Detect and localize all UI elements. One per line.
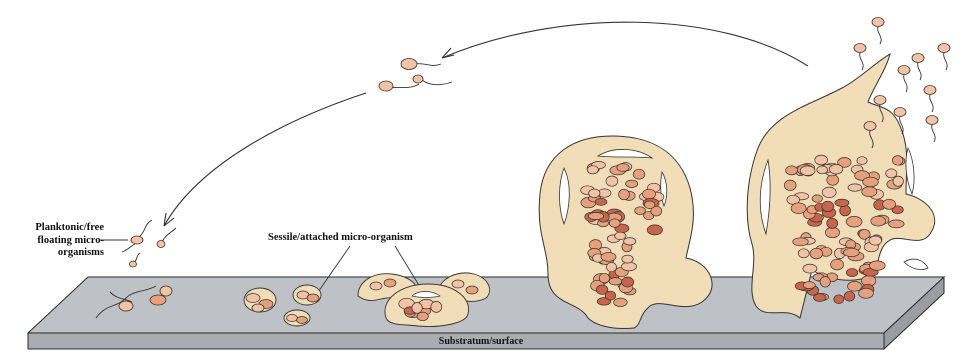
bacterial-cell (595, 198, 607, 205)
bacterial-cell (834, 295, 844, 304)
bacterial-cell (614, 298, 628, 306)
bacterial-cell (619, 189, 630, 200)
surface-label: Substratum/surface (0, 336, 962, 349)
bacterial-cell (633, 169, 645, 179)
planktonic-cells (122, 220, 176, 267)
bacterial-cell (924, 86, 936, 95)
bacterial-cell (814, 294, 827, 302)
bacterial-cell (863, 177, 879, 187)
bacterial-cell (798, 249, 809, 258)
bacterial-cell (588, 212, 603, 219)
bacterial-cell (800, 166, 815, 176)
bacterial-cell (857, 157, 867, 165)
bacterial-cell (609, 219, 620, 227)
flagellum (930, 94, 933, 112)
bacterial-cell (846, 216, 862, 227)
flagellum (932, 124, 935, 142)
bacterial-cell (862, 187, 877, 197)
bacterial-cell (605, 291, 616, 300)
bacterial-cell (643, 189, 656, 199)
planktonic-label: Planktonic/free floating micro-organisms (4, 222, 104, 260)
bacterial-cell (829, 164, 842, 174)
bacterial-cell (864, 122, 876, 131)
bacterial-cell (835, 199, 849, 206)
bacterial-cell (892, 156, 903, 166)
bacterial-cell (589, 189, 600, 198)
micro-colony-2 (293, 285, 321, 305)
bacterial-cell (938, 44, 950, 53)
bacterial-cell (607, 262, 617, 271)
bacterial-cell (912, 54, 924, 63)
bacterial-cell (622, 255, 633, 263)
bacterial-cell (825, 227, 839, 237)
flagellum (904, 74, 907, 92)
bacterial-cell (883, 199, 896, 209)
bacterial-cell (854, 44, 866, 53)
bacterial-cell (840, 205, 851, 216)
bacterial-cell (815, 155, 828, 165)
flagellum (944, 52, 947, 70)
bacterial-cell (893, 176, 903, 186)
mature-biofilm-tower-1 (539, 136, 712, 329)
bacterial-cell (869, 261, 885, 270)
bacterial-cell (599, 273, 609, 283)
bacterial-cell (831, 259, 844, 270)
bacterial-cell (846, 269, 857, 277)
bacterial-cell (647, 225, 662, 235)
bacterial-cell (812, 195, 822, 202)
bacterial-cell (624, 238, 636, 245)
dispersal-arrow (442, 22, 808, 66)
bacterial-cell (803, 282, 815, 289)
bacterial-cell (827, 175, 839, 186)
bacterial-cell (844, 292, 855, 302)
bacterial-cell (786, 166, 798, 175)
bacterial-cell (601, 253, 616, 262)
bacterial-cell (791, 203, 806, 214)
bacterial-cell (872, 18, 884, 27)
bacterial-cell (827, 218, 838, 228)
bacterial-cell (822, 187, 836, 197)
bacterial-cell (869, 236, 882, 245)
bacterial-cell (898, 66, 910, 75)
bacterial-cell (784, 180, 796, 190)
flagellum (860, 52, 863, 70)
bacterial-cell (926, 116, 938, 125)
bacterial-cell (587, 166, 598, 174)
bacterial-cell (617, 164, 629, 172)
reattachment-arrow (164, 93, 366, 226)
bacterial-cell (609, 278, 622, 285)
bacterial-cell (817, 166, 828, 174)
bacterial-cell (615, 232, 626, 239)
bacterial-cell (622, 277, 634, 287)
bacterial-cell (859, 288, 874, 298)
bacterial-cell (644, 201, 655, 209)
flagellum (918, 62, 921, 80)
bacterial-cell (431, 301, 442, 312)
bacterial-cell (606, 176, 618, 186)
bacterial-cell (889, 220, 905, 228)
bacterial-cell (412, 303, 422, 314)
dispersed-cells (379, 59, 452, 92)
bacterial-cell (621, 262, 636, 271)
bacterial-cell (822, 201, 834, 211)
bacterial-cell (626, 180, 638, 187)
bacterial-cell (848, 184, 862, 191)
bacterial-cell (871, 216, 886, 226)
bacterial-cell (874, 96, 886, 105)
bacterial-cell (848, 281, 862, 291)
bacterial-cell (810, 248, 823, 259)
bacterial-cell (894, 108, 906, 117)
flagellum (878, 26, 881, 44)
bacterial-cell (793, 238, 809, 246)
bacterial-cell (844, 248, 860, 256)
micro-colony-3 (284, 310, 310, 326)
bacterial-cell (886, 169, 897, 178)
micro-colony-1 (244, 288, 276, 312)
sessile-label: Sessile/attached micro-organism (268, 232, 413, 245)
bacterial-cell (803, 264, 817, 273)
bacterial-cell (820, 277, 830, 288)
